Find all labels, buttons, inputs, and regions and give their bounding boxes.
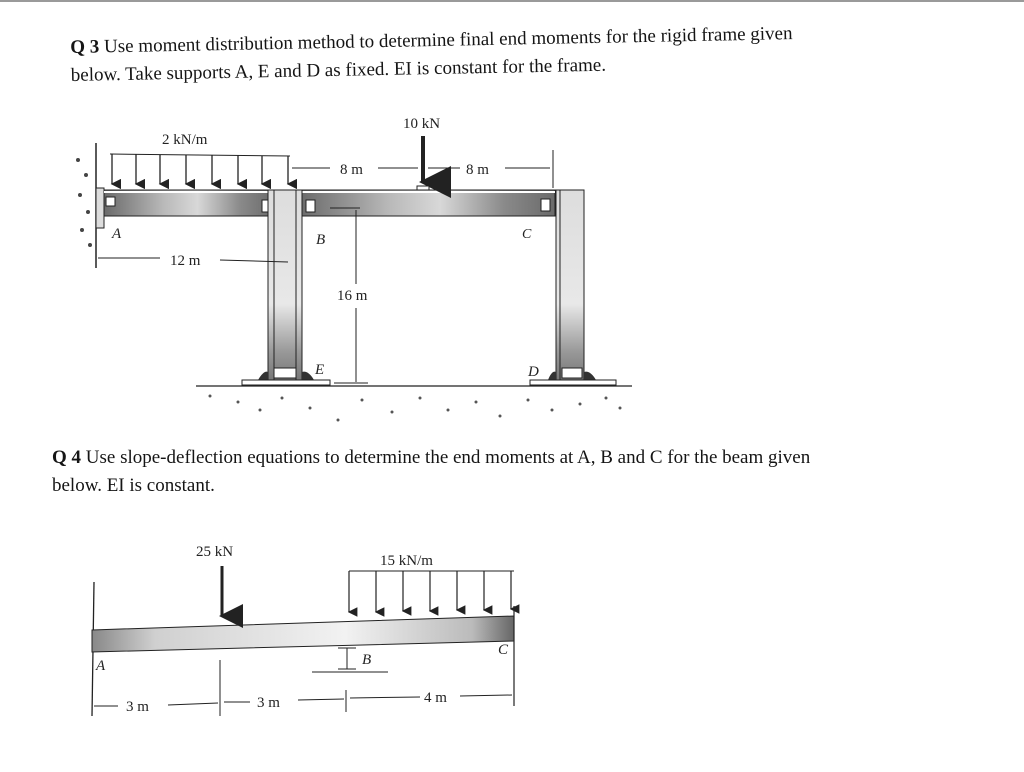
dimension-16m	[330, 207, 368, 384]
page-top-border	[0, 0, 1024, 2]
udl-label: 2 kN/m	[162, 132, 208, 148]
dimension-lines	[94, 660, 513, 716]
node-label-A: A	[95, 658, 106, 674]
support-B-icon	[312, 647, 388, 673]
ground	[196, 385, 632, 422]
node-label-E: E	[314, 362, 324, 378]
question-4-number: Q 4	[52, 447, 82, 468]
beam-ABC	[91, 615, 515, 653]
node-label-C: C	[498, 642, 509, 658]
dim-label-4m: 4 m	[424, 690, 447, 706]
dimension-8m-8m	[292, 150, 554, 188]
point-load-25kN-label: 25 kN	[196, 544, 233, 560]
point-load-label: 10 kN	[403, 116, 440, 132]
column-BE	[241, 189, 331, 386]
node-label-C: C	[522, 227, 532, 242]
udl-15kNm-label: 15 kN/m	[380, 553, 433, 569]
dim-label-3m-second: 3 m	[257, 695, 280, 711]
point-load-10kN: 10 kN	[403, 116, 451, 198]
node-label-B: B	[316, 232, 325, 248]
dim-label-8m-right: 8 m	[466, 162, 489, 178]
dimension-12m	[98, 257, 289, 263]
node-label-B: B	[362, 652, 371, 668]
dim-label-8m-left: 8 m	[340, 162, 363, 178]
bolt-plate-icon	[305, 199, 316, 213]
node-label-D: D	[527, 364, 539, 380]
dim-label-16m: 16 m	[337, 288, 368, 304]
udl-load-15kNm: 15 kN/m	[347, 553, 520, 617]
udl-load-2kNm: 2 kN/m	[109, 132, 298, 190]
question-4-line2: below. EI is constant.	[52, 475, 215, 496]
node-label-A: A	[111, 226, 122, 242]
question-4-line1: Use slope-deflection equations to determ…	[85, 447, 811, 468]
bolt-plate-icon	[540, 198, 551, 212]
dim-label-12m: 12 m	[170, 253, 201, 269]
question-4-text: Q 4 Use slope-deflection equations to de…	[52, 444, 982, 500]
dim-label-3m-first: 3 m	[126, 699, 149, 715]
column-CD	[529, 189, 617, 386]
bolt-plate-icon	[105, 196, 116, 207]
